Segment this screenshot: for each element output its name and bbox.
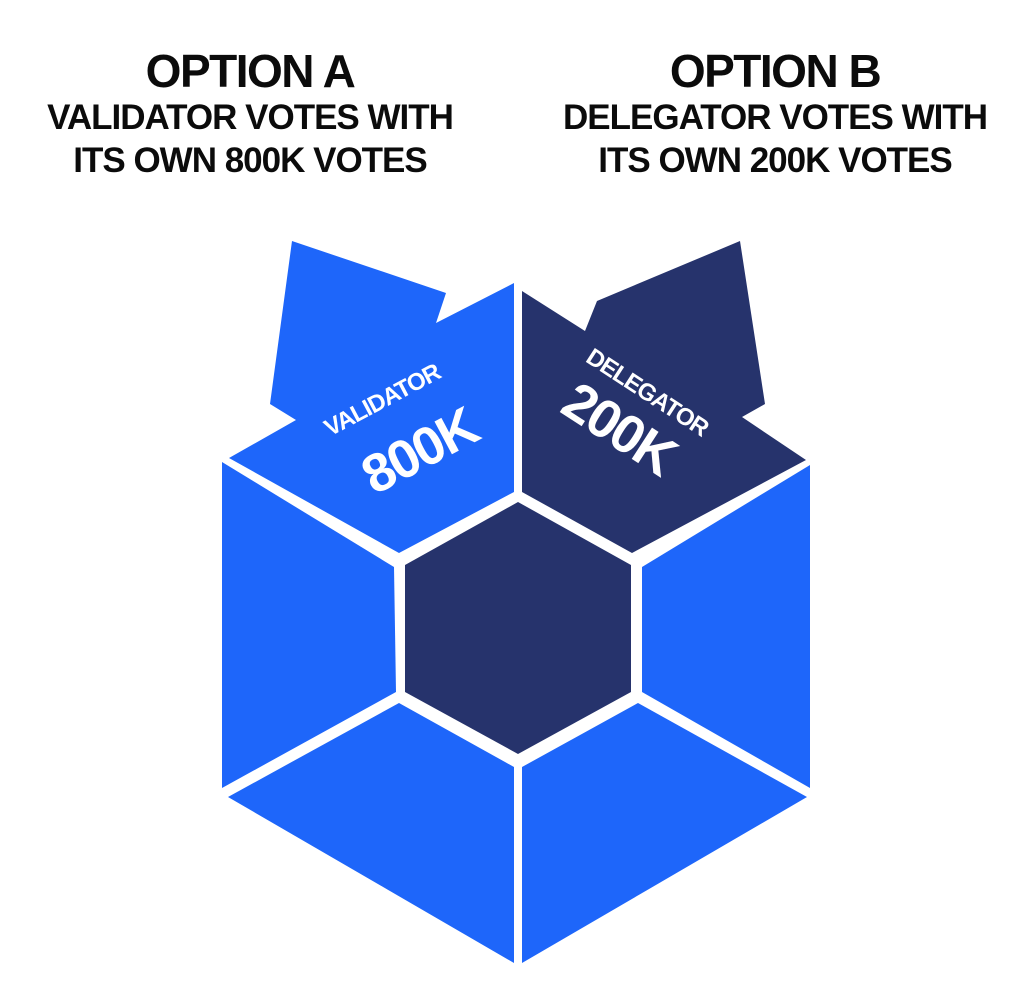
hexagon-segment-left — [222, 462, 396, 788]
option-b-title: OPTION B — [669, 45, 882, 97]
option-b-line-2: ITS OWN 200K VOTES — [598, 141, 952, 180]
option-b-line-1: DELEGATOR VOTES WITH — [563, 98, 988, 137]
validator-arrow — [229, 241, 514, 553]
hexagon-segment-bottom-right — [522, 703, 807, 963]
delegator-arrow — [522, 241, 806, 553]
option-b-heading: OPTION B DELEGATOR VOTES WITH ITS OWN 20… — [540, 46, 1010, 182]
center-hexagon — [405, 502, 631, 754]
hexagon-segment-right — [642, 465, 810, 788]
option-a-line-1: VALIDATOR VOTES WITH — [47, 98, 454, 137]
option-a-title: OPTION A — [145, 45, 356, 97]
option-a-line-2: ITS OWN 800K VOTES — [73, 141, 427, 180]
hexagon-segment-bottom-left — [228, 703, 514, 963]
option-a-heading: OPTION A VALIDATOR VOTES WITH ITS OWN 80… — [20, 46, 480, 182]
